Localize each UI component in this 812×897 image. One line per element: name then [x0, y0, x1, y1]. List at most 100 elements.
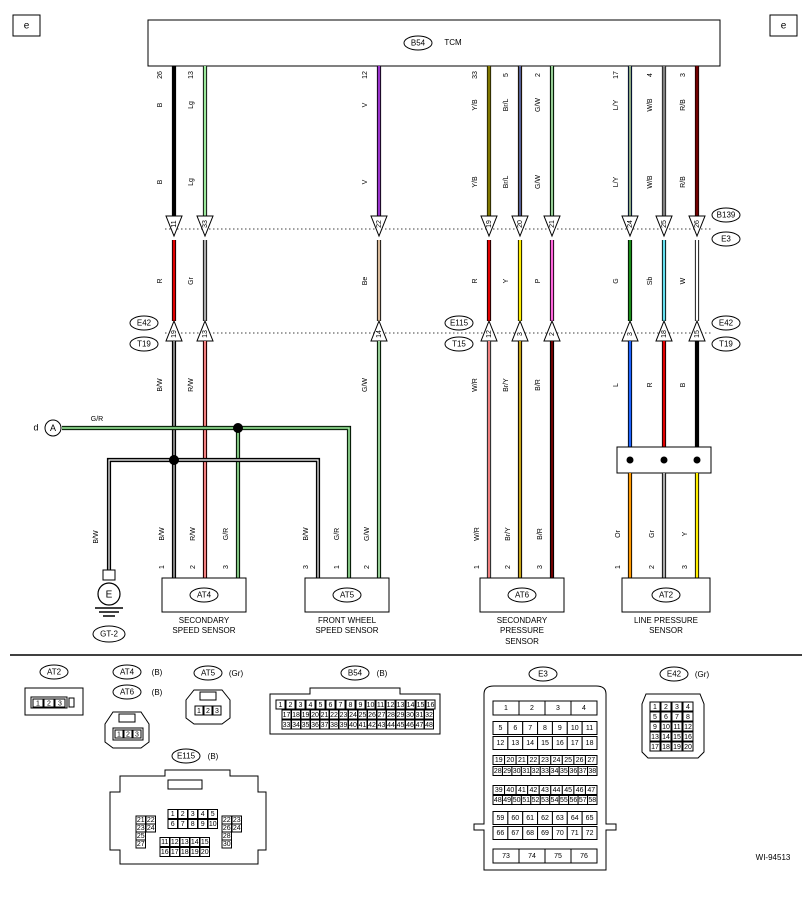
legend-b54-r2-12: 29	[397, 712, 405, 719]
sensor-3-wire-1: Gr	[649, 529, 656, 537]
sensor-tag-2: AT6	[515, 591, 530, 600]
legend-e42-pin-3-3	[682, 731, 694, 742]
legend-b54-r1-7: 8	[349, 702, 353, 709]
ground-wire-label: B/W	[93, 530, 100, 544]
legend-e42-label-3-0: 13	[651, 734, 659, 741]
legend-e115-pin-r-1-1	[231, 823, 242, 833]
legend-e115-pin-r-3-0	[221, 839, 232, 849]
legend-e3-label-9-1: 74	[528, 853, 536, 860]
wire-color-bottom-6: L	[613, 383, 620, 387]
legend-e42-label-4-3: 20	[684, 744, 692, 751]
sensor-2-pin-0: 1	[474, 565, 481, 569]
legend-e42-pin-1-2	[671, 711, 683, 722]
wire-color-lower-0: R	[157, 278, 164, 283]
legend-at2-pin-1	[43, 698, 55, 708]
legend-e42-pin-3-1	[660, 731, 672, 742]
legend-at6-color: (B)	[152, 688, 163, 697]
sensor-line2-2: PRESSURE	[500, 626, 544, 635]
ground-terminal	[102, 569, 116, 581]
legend-e3-label-3-3: 22	[530, 757, 538, 764]
legend-e115-c-2-2: 13	[181, 839, 189, 846]
legend-e3-label-6-6: 54	[551, 797, 559, 804]
legend-e3-label-6-7: 55	[560, 797, 568, 804]
legend-e3-label-7-5: 64	[571, 815, 579, 822]
legend-e42-label-4-2: 19	[673, 744, 681, 751]
legend-e115-pin-c-0-4	[207, 809, 218, 819]
ground-signal-prefix: d	[33, 422, 38, 432]
legend-at2-pin-label-0: 1	[36, 700, 40, 707]
junction-upper-0: 11	[171, 220, 178, 227]
sensor-2-wire-1: Br/Y	[505, 527, 512, 541]
legend-at5-tag-oval	[193, 665, 223, 681]
wire-color-lower-3: R	[472, 278, 479, 283]
legend-e42-label-0-0: 1	[653, 704, 657, 711]
wire-pin-5: 2	[535, 73, 542, 77]
wire-color-top-1: Lg	[188, 101, 195, 109]
tcm-box	[147, 19, 721, 67]
legend-e115-top-block	[167, 779, 203, 790]
legend-e3-label-3-0: 19	[495, 757, 503, 764]
legend-e3-label-8-4: 70	[556, 830, 564, 837]
legend-e42-pin-2-1	[660, 721, 672, 732]
legend-e115-c-3-0: 16	[161, 849, 169, 856]
legend-at5-latch	[199, 691, 217, 701]
wire-color-lower-2: Be	[362, 277, 369, 286]
legend-e42-label-4-0: 17	[651, 744, 659, 751]
sensor-line1-0: SECONDARY	[179, 616, 230, 625]
sensor-0-pin-0: 1	[159, 565, 166, 569]
legend-e3-label-1-2: 7	[528, 725, 532, 732]
legend-e42-pin-3-2	[671, 731, 683, 742]
legend-b54-r3-10: 43	[378, 722, 386, 729]
legend-e3-label-3-1: 20	[506, 757, 514, 764]
legend-b54-r1-13: 14	[407, 702, 415, 709]
wire-color-top-8: R/B	[680, 99, 687, 111]
legend-e42-label-0-1: 2	[664, 704, 668, 711]
wire-color-top-6: L/Y	[613, 99, 620, 110]
legend-b54-r1-5: 6	[329, 702, 333, 709]
legend-e115-tag: E115	[177, 752, 196, 761]
ground-letter: E	[106, 590, 113, 601]
connector-e115-oval	[444, 315, 474, 331]
legend-b54-r3-15: 48	[425, 722, 433, 729]
legend-e115-c-0-4: 5	[211, 811, 215, 818]
legend-b54-r1-12: 13	[397, 702, 405, 709]
legend-e42-label-4-1: 18	[662, 744, 670, 751]
legend-e115-c-3-3: 19	[191, 849, 199, 856]
wire-gr-shield-stripe	[62, 427, 350, 578]
legend-e115-c-2-1: 12	[171, 839, 179, 846]
figure-id: WI-94513	[756, 853, 791, 862]
ground-circle	[97, 582, 121, 606]
legend-e3-label-8-5: 71	[571, 830, 579, 837]
sensor-1-wire-2: G/W	[364, 527, 371, 541]
legend-b54-r2-0: 17	[283, 712, 291, 719]
legend-e3-label-3-8: 27	[587, 757, 595, 764]
wire-color-top-3: Y/B	[472, 99, 479, 111]
legend-e3-pin-0-3	[570, 700, 598, 716]
legend-e3-label-4-0: 28	[494, 768, 502, 775]
connector-t15-oval	[444, 336, 474, 352]
legend-at2-pin-0	[32, 698, 44, 708]
junction-upper-0-shape	[165, 215, 183, 238]
legend-e115-c-3-2: 18	[181, 849, 189, 856]
legend-e3-label-1-1: 6	[513, 725, 517, 732]
junction-lower-5-shape	[543, 319, 561, 342]
sensor-0-wire-1: R/W	[190, 527, 197, 541]
junction-upper-7-shape	[655, 215, 673, 238]
legend-b54-r2-3: 20	[311, 712, 319, 719]
legend-b54-pin-r1-12	[395, 699, 406, 710]
sensor-0-wire-0: B/W	[159, 527, 166, 541]
legend-at6-latch	[118, 713, 136, 723]
sensor-tag-1: AT5	[340, 591, 355, 600]
legend-b54-r3-4: 37	[321, 722, 329, 729]
junction-upper-2: 22	[376, 220, 383, 228]
legend-e42-pin-2-0	[649, 721, 661, 732]
junction-upper-8-shape	[688, 215, 706, 238]
legend-e115-c-1-0: 6	[171, 821, 175, 828]
wire-pin-3: 33	[472, 71, 479, 79]
legend-e3-label-8-0: 66	[497, 830, 505, 837]
legend-e42-label-2-2: 11	[673, 724, 680, 731]
legend-b54-pin-r1-2	[295, 699, 306, 710]
wire-color-mid-2: V	[362, 179, 369, 184]
legend-e3-label-7-1: 60	[511, 815, 519, 822]
legend-at5-pin-0	[194, 705, 204, 716]
